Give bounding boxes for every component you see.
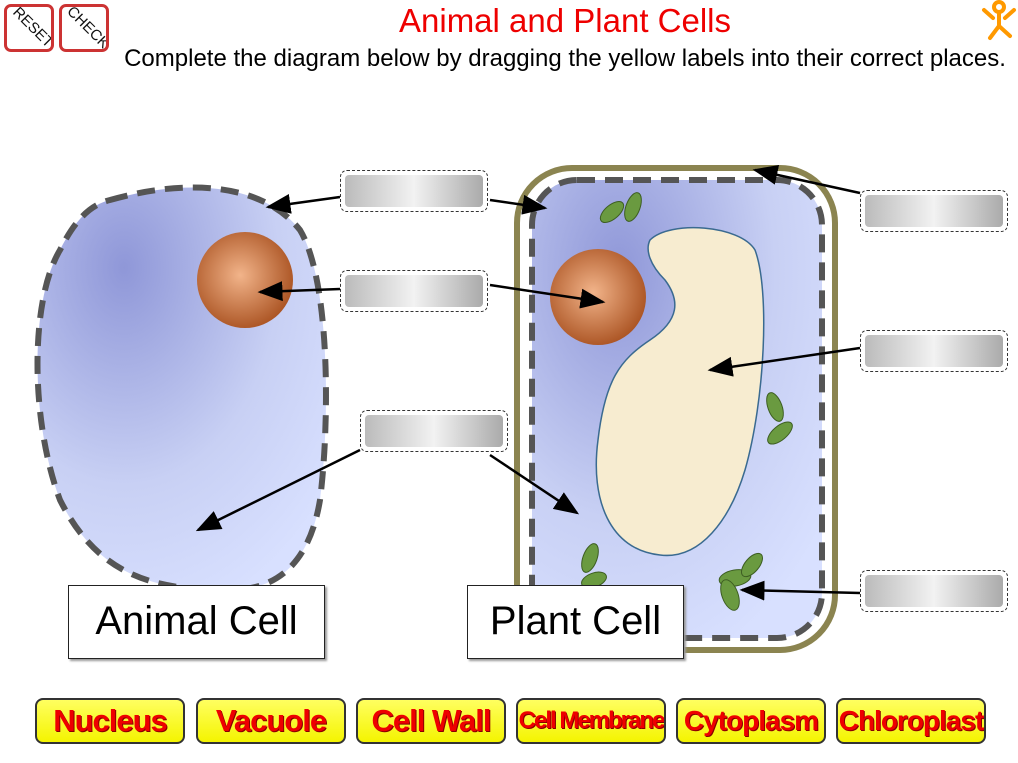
label-chloroplast[interactable]: Chloroplast <box>836 698 986 744</box>
plant-cell <box>514 165 838 653</box>
person-logo-icon <box>982 0 1016 40</box>
drop-zone-nucleus[interactable] <box>340 270 488 312</box>
page-title: Animal and Plant Cells <box>399 2 731 39</box>
vacuole <box>595 226 765 557</box>
label-cell-wall[interactable]: Cell Wall <box>356 698 506 744</box>
reset-button[interactable]: RESET <box>4 4 54 52</box>
check-button[interactable]: CHECK <box>59 4 109 52</box>
animal-cell-label: Animal Cell <box>68 585 325 659</box>
label-vacuole[interactable]: Vacuole <box>196 698 346 744</box>
drop-zone-cytoplasm[interactable] <box>360 410 508 452</box>
label-cytoplasm[interactable]: Cytoplasm <box>676 698 826 744</box>
plant-cell-label: Plant Cell <box>467 585 684 659</box>
animal-nucleus <box>197 232 293 328</box>
drop-zone-chloroplast[interactable] <box>860 570 1008 612</box>
pointer-arrows <box>195 165 861 601</box>
drop-zone-animal-membrane[interactable] <box>340 170 488 212</box>
drop-zone-vacuole[interactable] <box>860 330 1008 372</box>
instructions: Complete the diagram below by dragging t… <box>124 45 1006 72</box>
label-cell-membrane[interactable]: Cell Membrane <box>516 698 666 744</box>
animal-cell <box>34 184 329 594</box>
label-nucleus[interactable]: Nucleus <box>35 698 185 744</box>
drop-zone-cell-wall[interactable] <box>860 190 1008 232</box>
